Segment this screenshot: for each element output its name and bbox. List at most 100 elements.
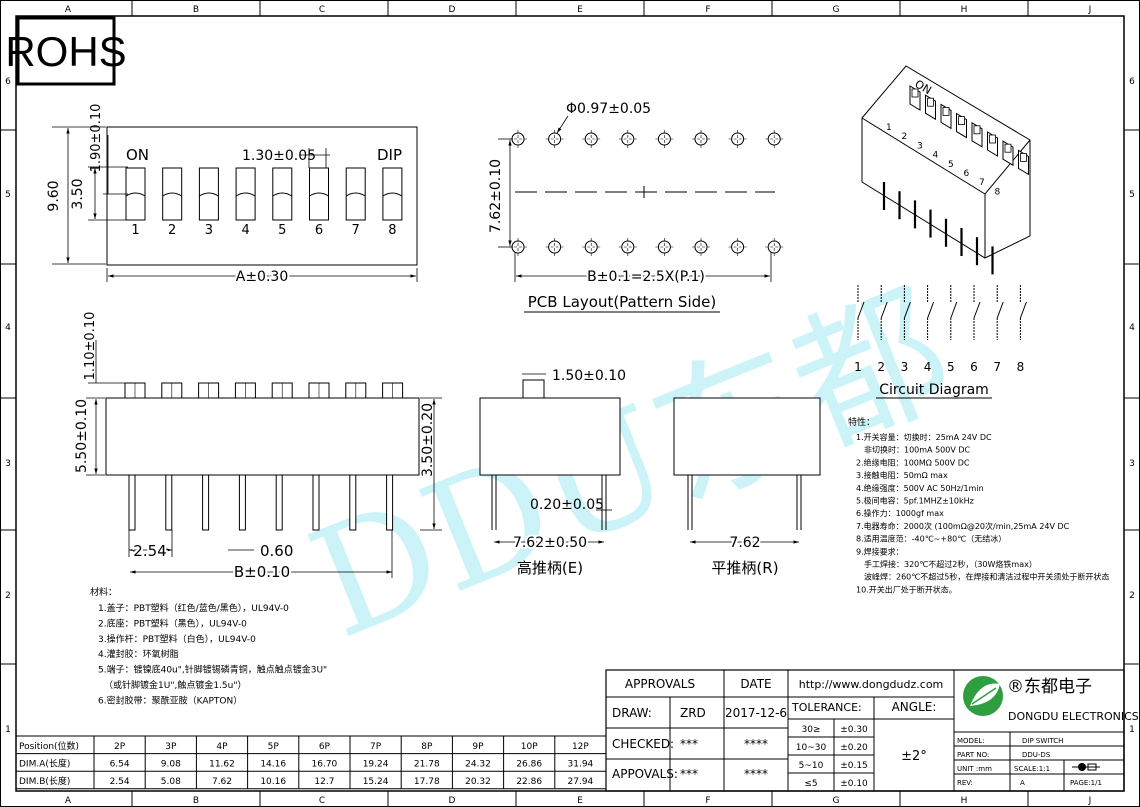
- leaf-vein-icon: [971, 687, 997, 705]
- spec-line: 7.电器寿命：2000次 (100mΩ@20次/min,25mA 24V DC: [856, 521, 1070, 531]
- dim-table-cell: DIM.B(长度): [19, 775, 70, 787]
- circuit-contact: [903, 301, 911, 319]
- spec-line: 6.操作力：1000gf max: [856, 508, 944, 518]
- circuit-number: 6: [970, 360, 978, 374]
- switch-slot: [382, 167, 403, 221]
- pcb-title: PCB Layout(Pattern Side): [528, 293, 716, 311]
- iso-switch-lever: [927, 97, 934, 107]
- grid-row-label: 4: [5, 323, 11, 333]
- material-line: 4.灌封胶：环氧树脂: [98, 648, 179, 660]
- switch-pin: [349, 474, 357, 531]
- rohs-logo-frame: [16, 16, 116, 86]
- side-e-762-label: 7.62±0.50: [513, 535, 587, 551]
- dim-table-cell: 26.86: [516, 760, 542, 770]
- dim-table-cell: 2.54: [110, 777, 130, 787]
- iso-switch-lever: [958, 116, 965, 125]
- iso-switch-number: 7: [979, 178, 985, 188]
- side-e-350-label: 3.50±0.20: [420, 403, 436, 477]
- date-header: DATE: [740, 677, 771, 691]
- dim-table-header: 4P: [216, 742, 228, 752]
- pcb-b-dim: B±0.1=2.5X(P.1): [587, 269, 705, 285]
- dim-table-cell: 22.86: [516, 777, 542, 787]
- dim-a-label: A±0.30: [236, 269, 288, 285]
- tolerance-label: TOLERANCE:: [791, 701, 862, 714]
- grid-row-label: 5: [5, 190, 11, 200]
- front-view-body: [105, 397, 420, 476]
- pcb-hole: [731, 132, 745, 146]
- dim-table-cell: 6.54: [110, 760, 130, 770]
- grid-row-label: 2: [5, 591, 11, 601]
- side-e-020-label: 0.20±0.05: [530, 497, 604, 513]
- top-view-on-label: ON: [126, 146, 149, 164]
- rev-value: A: [1020, 779, 1025, 787]
- pcb-row-dim: 7.62±0.10: [488, 159, 504, 233]
- dim-table-cell: 11.62: [209, 760, 235, 770]
- dim-table-header: 12P: [572, 742, 589, 752]
- switch-lever: [272, 192, 293, 197]
- dim-table-cell: 24.32: [465, 760, 491, 770]
- part-label: PART NO:: [957, 751, 989, 759]
- side-r-label: 平推柄(R): [711, 559, 778, 577]
- dim-190-label: 1.90±0.10: [89, 104, 104, 173]
- side-view-e: 1.50±0.10 3.50±0.20 0.20±0.05 7.62±0.50 …: [420, 368, 626, 577]
- grid-col-label: E: [577, 796, 583, 806]
- dim-table-cell: 9.08: [161, 760, 181, 770]
- iso-switch-number: 2: [902, 132, 908, 142]
- projection-symbol-icon: [1072, 763, 1100, 771]
- tolerance-range: 10~30: [796, 743, 827, 753]
- iso-body-outline: [861, 65, 1031, 259]
- switch-lever: [309, 192, 329, 197]
- part-value: DDU-DS: [1022, 751, 1051, 759]
- grid-col-label: D: [449, 796, 456, 806]
- pitch-dim: 1.30±0.05: [242, 148, 316, 164]
- tolerance-range: 30≥: [802, 725, 821, 735]
- material-line: 6.密封胶带：聚酰亚胺（KAPTON）: [98, 694, 242, 706]
- dim-table-cell: 20.32: [465, 777, 491, 787]
- grid-col-label: J: [1088, 796, 1092, 806]
- circuit-number: 1: [854, 360, 862, 374]
- grid-col-label: G: [833, 796, 840, 806]
- dim-table-header: 6P: [319, 742, 331, 752]
- tolerance-value: ±0.30: [840, 725, 868, 735]
- company-logo: [963, 676, 1003, 716]
- circuit-number: 2: [877, 360, 885, 374]
- pcb-hole: [584, 240, 598, 254]
- approval-row-name: ZRD: [680, 706, 706, 720]
- approval-row-label: CHECKED:: [612, 737, 674, 751]
- pcb-hole: [548, 132, 562, 146]
- tolerance-value: ±0.15: [840, 761, 868, 771]
- pcb-hole: [767, 240, 781, 254]
- grid-col-label: F: [705, 5, 710, 15]
- switch-slot: [272, 167, 293, 221]
- material-notes: 材料： 1.盖子：PBT塑料（红色/蓝色/黑色），UL94V-02.底座：PBT…: [90, 586, 327, 706]
- grid-col-label: D: [449, 5, 456, 15]
- circuit-number: 3: [901, 360, 909, 374]
- dim-table-header: 2P: [114, 742, 126, 752]
- dim-254-label: 2.54: [133, 542, 166, 560]
- pcb-hole: [657, 240, 671, 254]
- switch-number: 6: [315, 223, 323, 238]
- pcb-hole: [511, 132, 525, 146]
- side-e-label: 高推柄(E): [517, 559, 583, 577]
- spec-line: 非切换时：100mA 500V DC: [864, 445, 971, 455]
- circuit-number: 5: [947, 360, 955, 374]
- switch-number: 3: [205, 223, 213, 238]
- switch-slot: [309, 167, 329, 221]
- dim-table-cell: 14.16: [260, 760, 286, 770]
- approval-row-date: 2017-12-6: [725, 706, 787, 720]
- pcb-layout: Φ0.97±0.05 7.62±0.10 B±0.1=2.5X(P.1) PCB…: [488, 101, 784, 313]
- iso-switch-number: 6: [964, 169, 970, 179]
- dim-960-label: 9.60: [46, 180, 62, 211]
- dim-table-cell: 21.78: [414, 760, 440, 770]
- company-name-cn: ®东都电子: [1007, 677, 1092, 697]
- grid-row-label: 1: [1129, 725, 1135, 735]
- tolerance-value: ±0.10: [840, 779, 868, 789]
- company-name-en: DONGDU ELECTRONICS: [1008, 710, 1139, 723]
